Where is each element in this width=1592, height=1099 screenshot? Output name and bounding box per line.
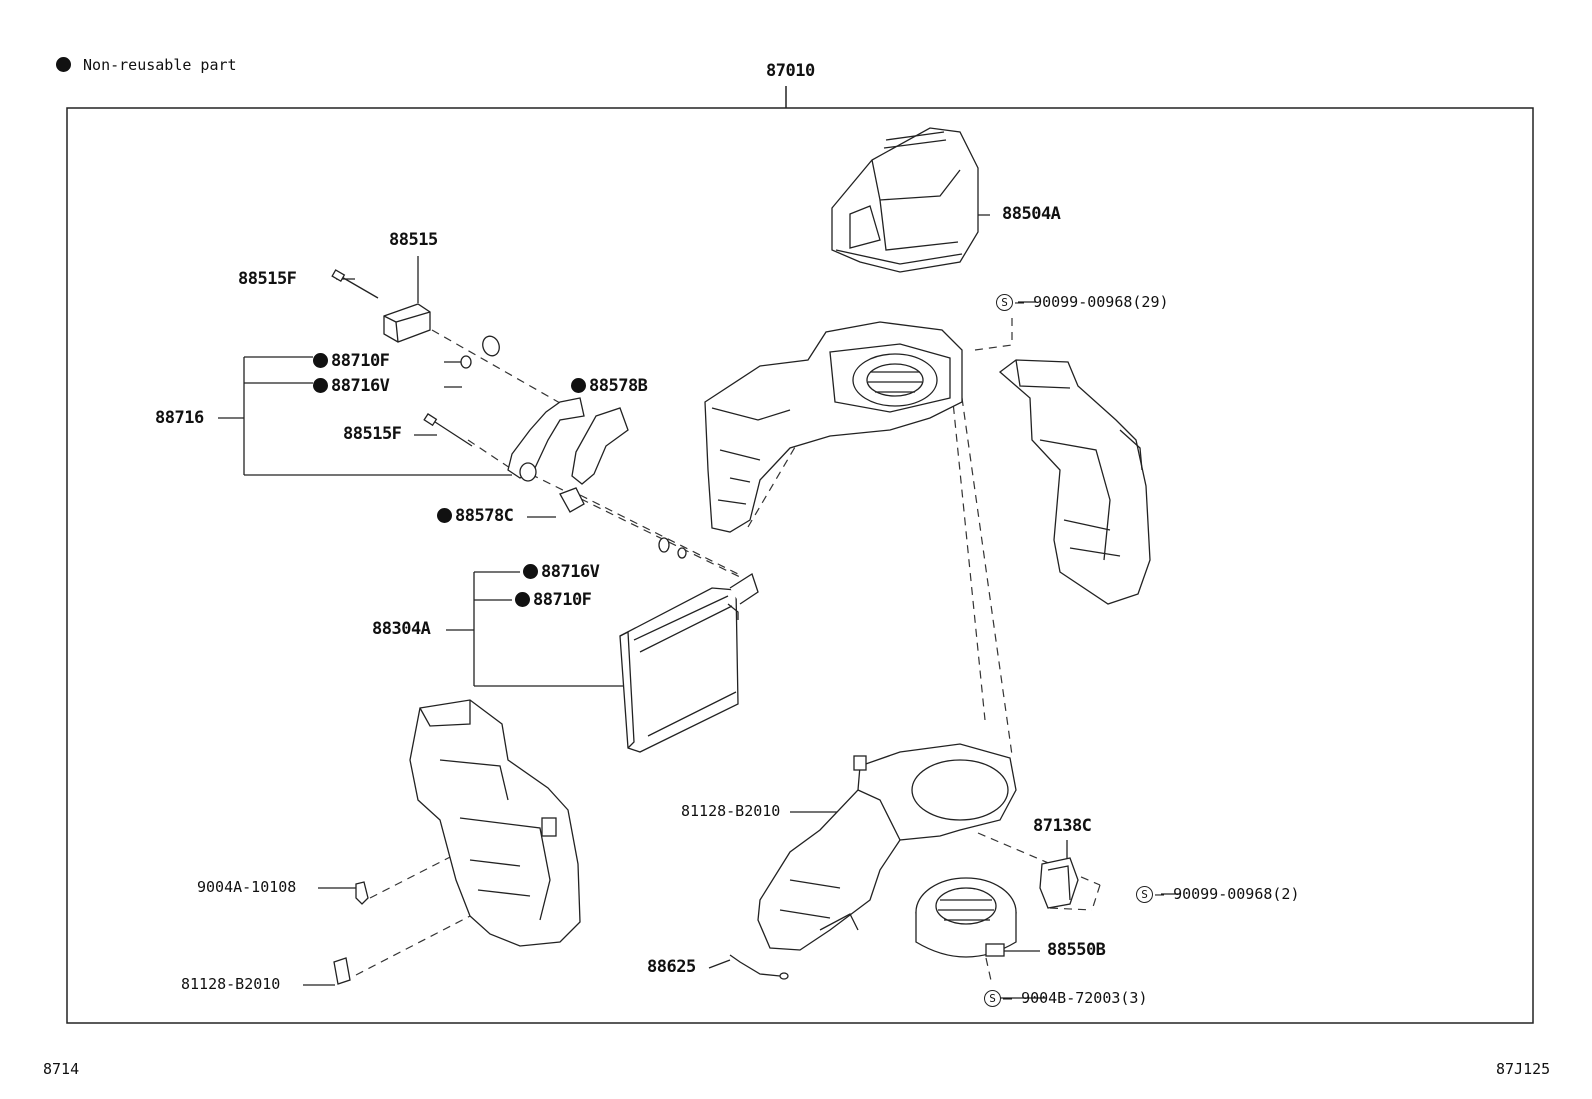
s-mark-icon: S [1136,886,1153,903]
part-right-case [998,359,1151,605]
non-reusable-dot-icon [515,592,530,607]
label-90099-00968-29: S— 90099-00968(29) [996,294,1169,311]
label-88710F-top: 88710F [313,353,390,370]
label-88716V-bot: 88716V [523,564,600,581]
label-88578C: 88578C [437,508,514,525]
label-88625: 88625 [647,957,696,977]
label-88515: 88515 [389,230,438,250]
label-90099-00968-2: S— 90099-00968(2) [1136,886,1300,903]
label-88578B: 88578B [571,378,648,395]
legend: Non-reusable part [56,56,237,74]
bracket-88304A [446,571,626,687]
part-88504A [831,127,979,273]
part-left-case [409,699,581,947]
label-88504A: 88504A [1002,204,1061,224]
part-81128-B2010-left [333,957,351,985]
non-reusable-dot-icon [313,378,328,393]
non-reusable-dot-icon [437,508,452,523]
non-reusable-dot-icon [313,353,328,368]
s-mark-icon: S [996,294,1013,311]
part-88716-tube [507,397,585,482]
part-88578C [559,487,585,513]
label-9004B-72003-3: S— 9004B-72003(3) [984,990,1148,1007]
label-88716: 88716 [155,408,204,428]
part-88550B-blower [915,877,1017,958]
label-88304A: 88304A [372,619,431,639]
non-reusable-dot-icon [56,57,71,72]
s-mark-icon: S [984,990,1001,1007]
legend-text: Non-reusable part [83,56,237,74]
part-88304A-evaporator [619,573,759,753]
part-87138C [1039,857,1079,909]
label-88515F-top: 88515F [238,269,297,289]
part-9004A-10108 [355,881,369,905]
label-81128-B2010-left: 81128-B2010 [181,975,281,993]
part-upper-case [704,321,963,533]
label-81128-B2010-right: 81128-B2010 [681,802,781,820]
assembly-frame [66,107,1534,1024]
label-9004A-10108: 9004A-10108 [197,878,297,896]
non-reusable-dot-icon [571,378,586,393]
part-o-rings [460,335,687,559]
part-88578B [571,407,629,485]
part-88515 [383,303,431,343]
part-88515F-bolts [331,269,473,447]
label-88550B: 88550B [1047,940,1106,960]
part-blower-case [757,743,1017,951]
footer-right-code: 87J125 [1496,1060,1551,1078]
bracket-88716 [218,356,512,476]
label-88716V-top: 88716V [313,378,390,395]
footer-left-code: 8714 [43,1060,80,1078]
assembly-number: 87010 [766,61,815,81]
non-reusable-dot-icon [523,564,538,579]
label-88515F-mid: 88515F [343,424,402,444]
label-88710F-bot: 88710F [515,592,592,609]
part-88625-sensor [729,954,789,980]
label-87138C: 87138C [1033,816,1092,836]
